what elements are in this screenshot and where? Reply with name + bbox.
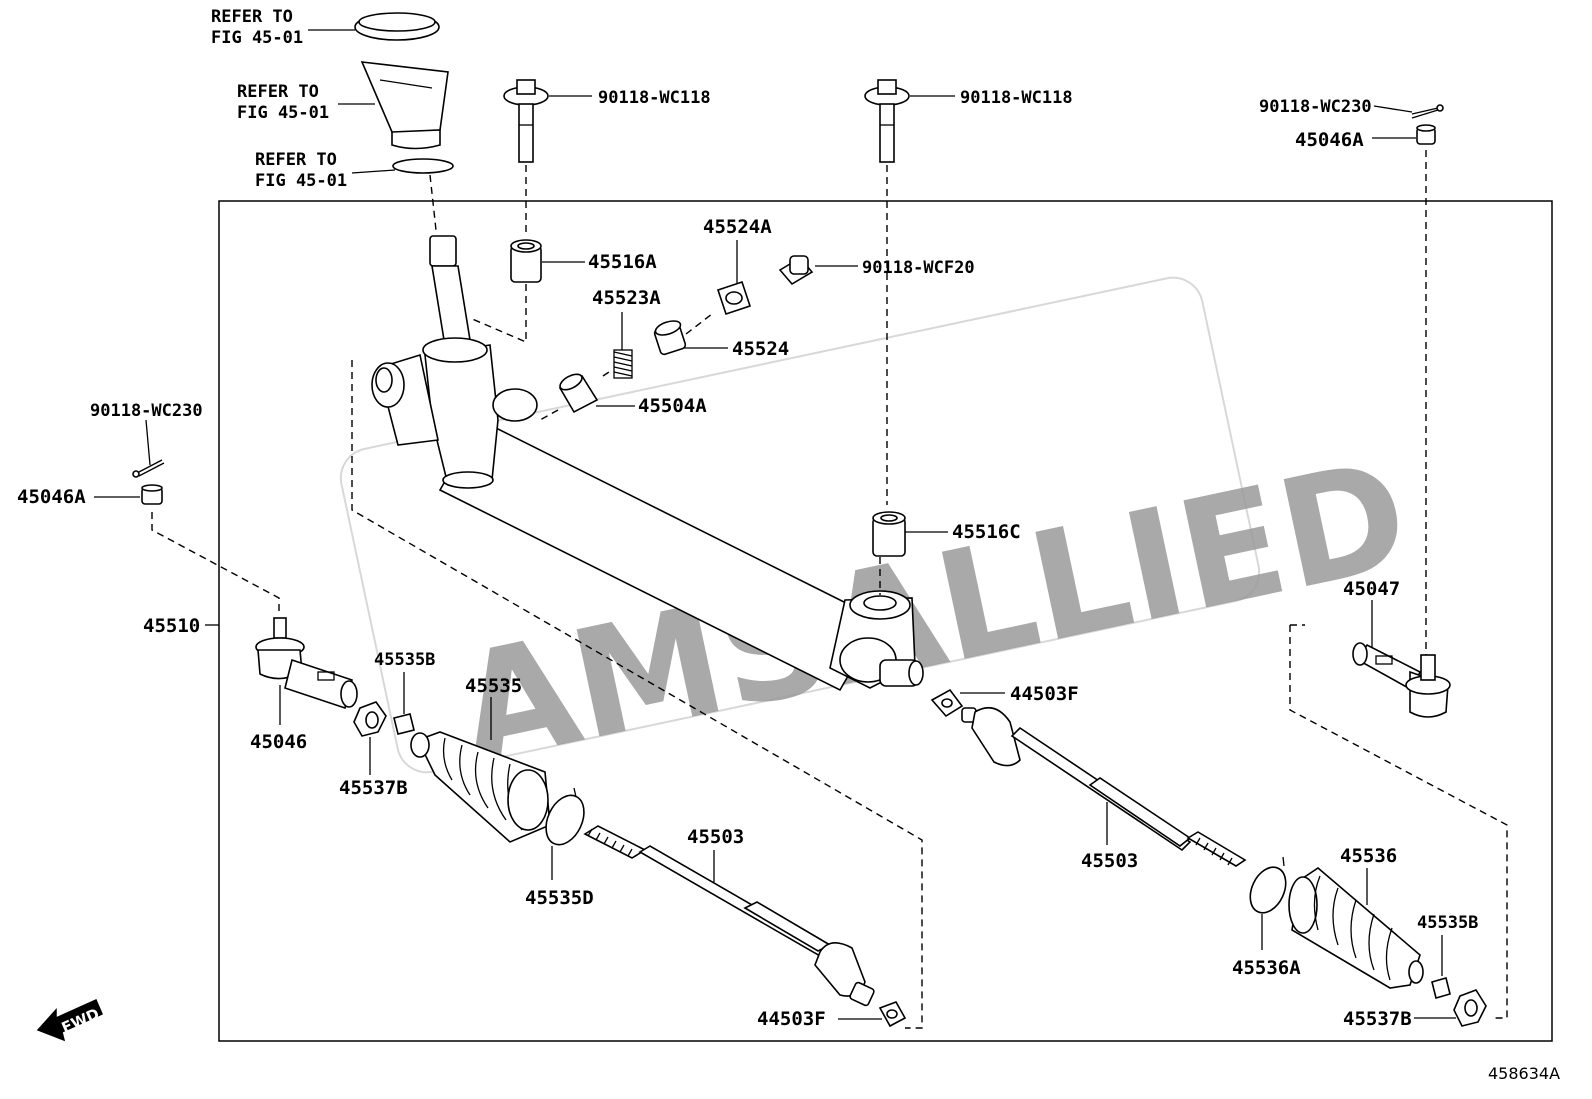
tie-rod-end-left [255, 617, 358, 710]
tie-rod-left [583, 825, 875, 1007]
label-boot-right: 45536 [1340, 845, 1397, 867]
label-clip-left: 45535D [525, 887, 594, 909]
rack-guide-spring [613, 349, 633, 379]
rack-bushing-lower [872, 511, 906, 557]
label-rod-right: 45503 [1081, 850, 1138, 872]
boot-clamp-left [393, 713, 415, 735]
guide-cap-nut [653, 320, 687, 356]
guide-spring-cap-gasket [716, 280, 752, 316]
label-clamp-left: 45535B [374, 650, 435, 670]
label-bolt-left: 90118-WC118 [598, 88, 711, 108]
label-spring: 45523A [592, 287, 661, 309]
label-bolt-right: 90118-WC118 [960, 88, 1073, 108]
label-guide: 45504A [638, 395, 707, 417]
label-washer-right: 44503F [1010, 683, 1079, 705]
svg-text:REFER TO: REFER TO [255, 150, 337, 170]
svg-text:FIG 45-01: FIG 45-01 [211, 28, 303, 48]
label-nut-left: 45046A [17, 486, 86, 508]
rack-housing [371, 235, 924, 692]
label-cap-nut: 45524 [732, 338, 789, 360]
lock-nut-right [1453, 989, 1487, 1027]
boot-clip-left [545, 787, 585, 846]
tie-rod-right [961, 706, 1247, 867]
top-dust-cover [360, 61, 449, 150]
label-boot-left: 45535 [465, 675, 522, 697]
assembly-frame [218, 200, 1553, 1042]
svg-text:REFER TO: REFER TO [211, 7, 293, 27]
mount-bolt-right [864, 79, 910, 163]
castle-nut-left [141, 484, 163, 505]
cotter-pin-left [132, 459, 165, 478]
boot-left [410, 731, 551, 843]
fwd-arrow-icon: FWD [36, 999, 103, 1042]
plug-screw [778, 255, 814, 286]
boot-clip-right [1249, 856, 1287, 914]
label-pin-right: 90118-WC230 [1259, 97, 1372, 117]
label-tie-rod-end-right: 45047 [1343, 578, 1400, 600]
label-plug: 90118-WCF20 [862, 258, 975, 278]
label-guide-spring-cap: 45524A [703, 216, 772, 238]
label-lock-nut-right: 45537B [1343, 1008, 1412, 1030]
svg-text:FIG 45-01: FIG 45-01 [237, 103, 329, 123]
mount-bolt-left [503, 79, 549, 163]
label-tie-rod-end-left: 45046 [250, 731, 307, 753]
boot-clamp-right [1431, 977, 1451, 999]
label-rack-assy: 45510 [143, 615, 200, 637]
label-nut-right: 45046A [1295, 129, 1364, 151]
lock-nut-left [353, 701, 387, 737]
svg-text:REFER TO: REFER TO [237, 82, 319, 102]
rack-dashed-outline [351, 360, 923, 1029]
svg-text:FIG 45-01: FIG 45-01 [255, 171, 347, 191]
label-clip-right: 45536A [1232, 957, 1301, 979]
label-bush-upper: 45516A [588, 251, 657, 273]
top-o-ring [392, 158, 454, 174]
top-seal-ring [354, 12, 440, 41]
label-bush-lower: 45516C [952, 521, 1021, 543]
boot-right [1288, 866, 1424, 989]
claw-washer-right [930, 688, 964, 718]
tie-rod-end-right [1352, 642, 1451, 718]
label-pin-left: 90118-WC230 [90, 401, 203, 421]
rack-guide [558, 373, 599, 414]
label-rod-left: 45503 [687, 826, 744, 848]
claw-washer-left [878, 1001, 907, 1028]
label-lock-nut-left: 45537B [339, 777, 408, 799]
rack-bushing-upper [510, 239, 542, 283]
right-end-dashed-outline [1289, 625, 1508, 1019]
cotter-pin-right [1411, 104, 1444, 119]
figure-number: 458634A [1488, 1064, 1560, 1083]
label-clamp-right: 45535B [1417, 913, 1478, 933]
castle-nut-right [1416, 124, 1436, 145]
label-washer-left: 44503F [757, 1008, 826, 1030]
